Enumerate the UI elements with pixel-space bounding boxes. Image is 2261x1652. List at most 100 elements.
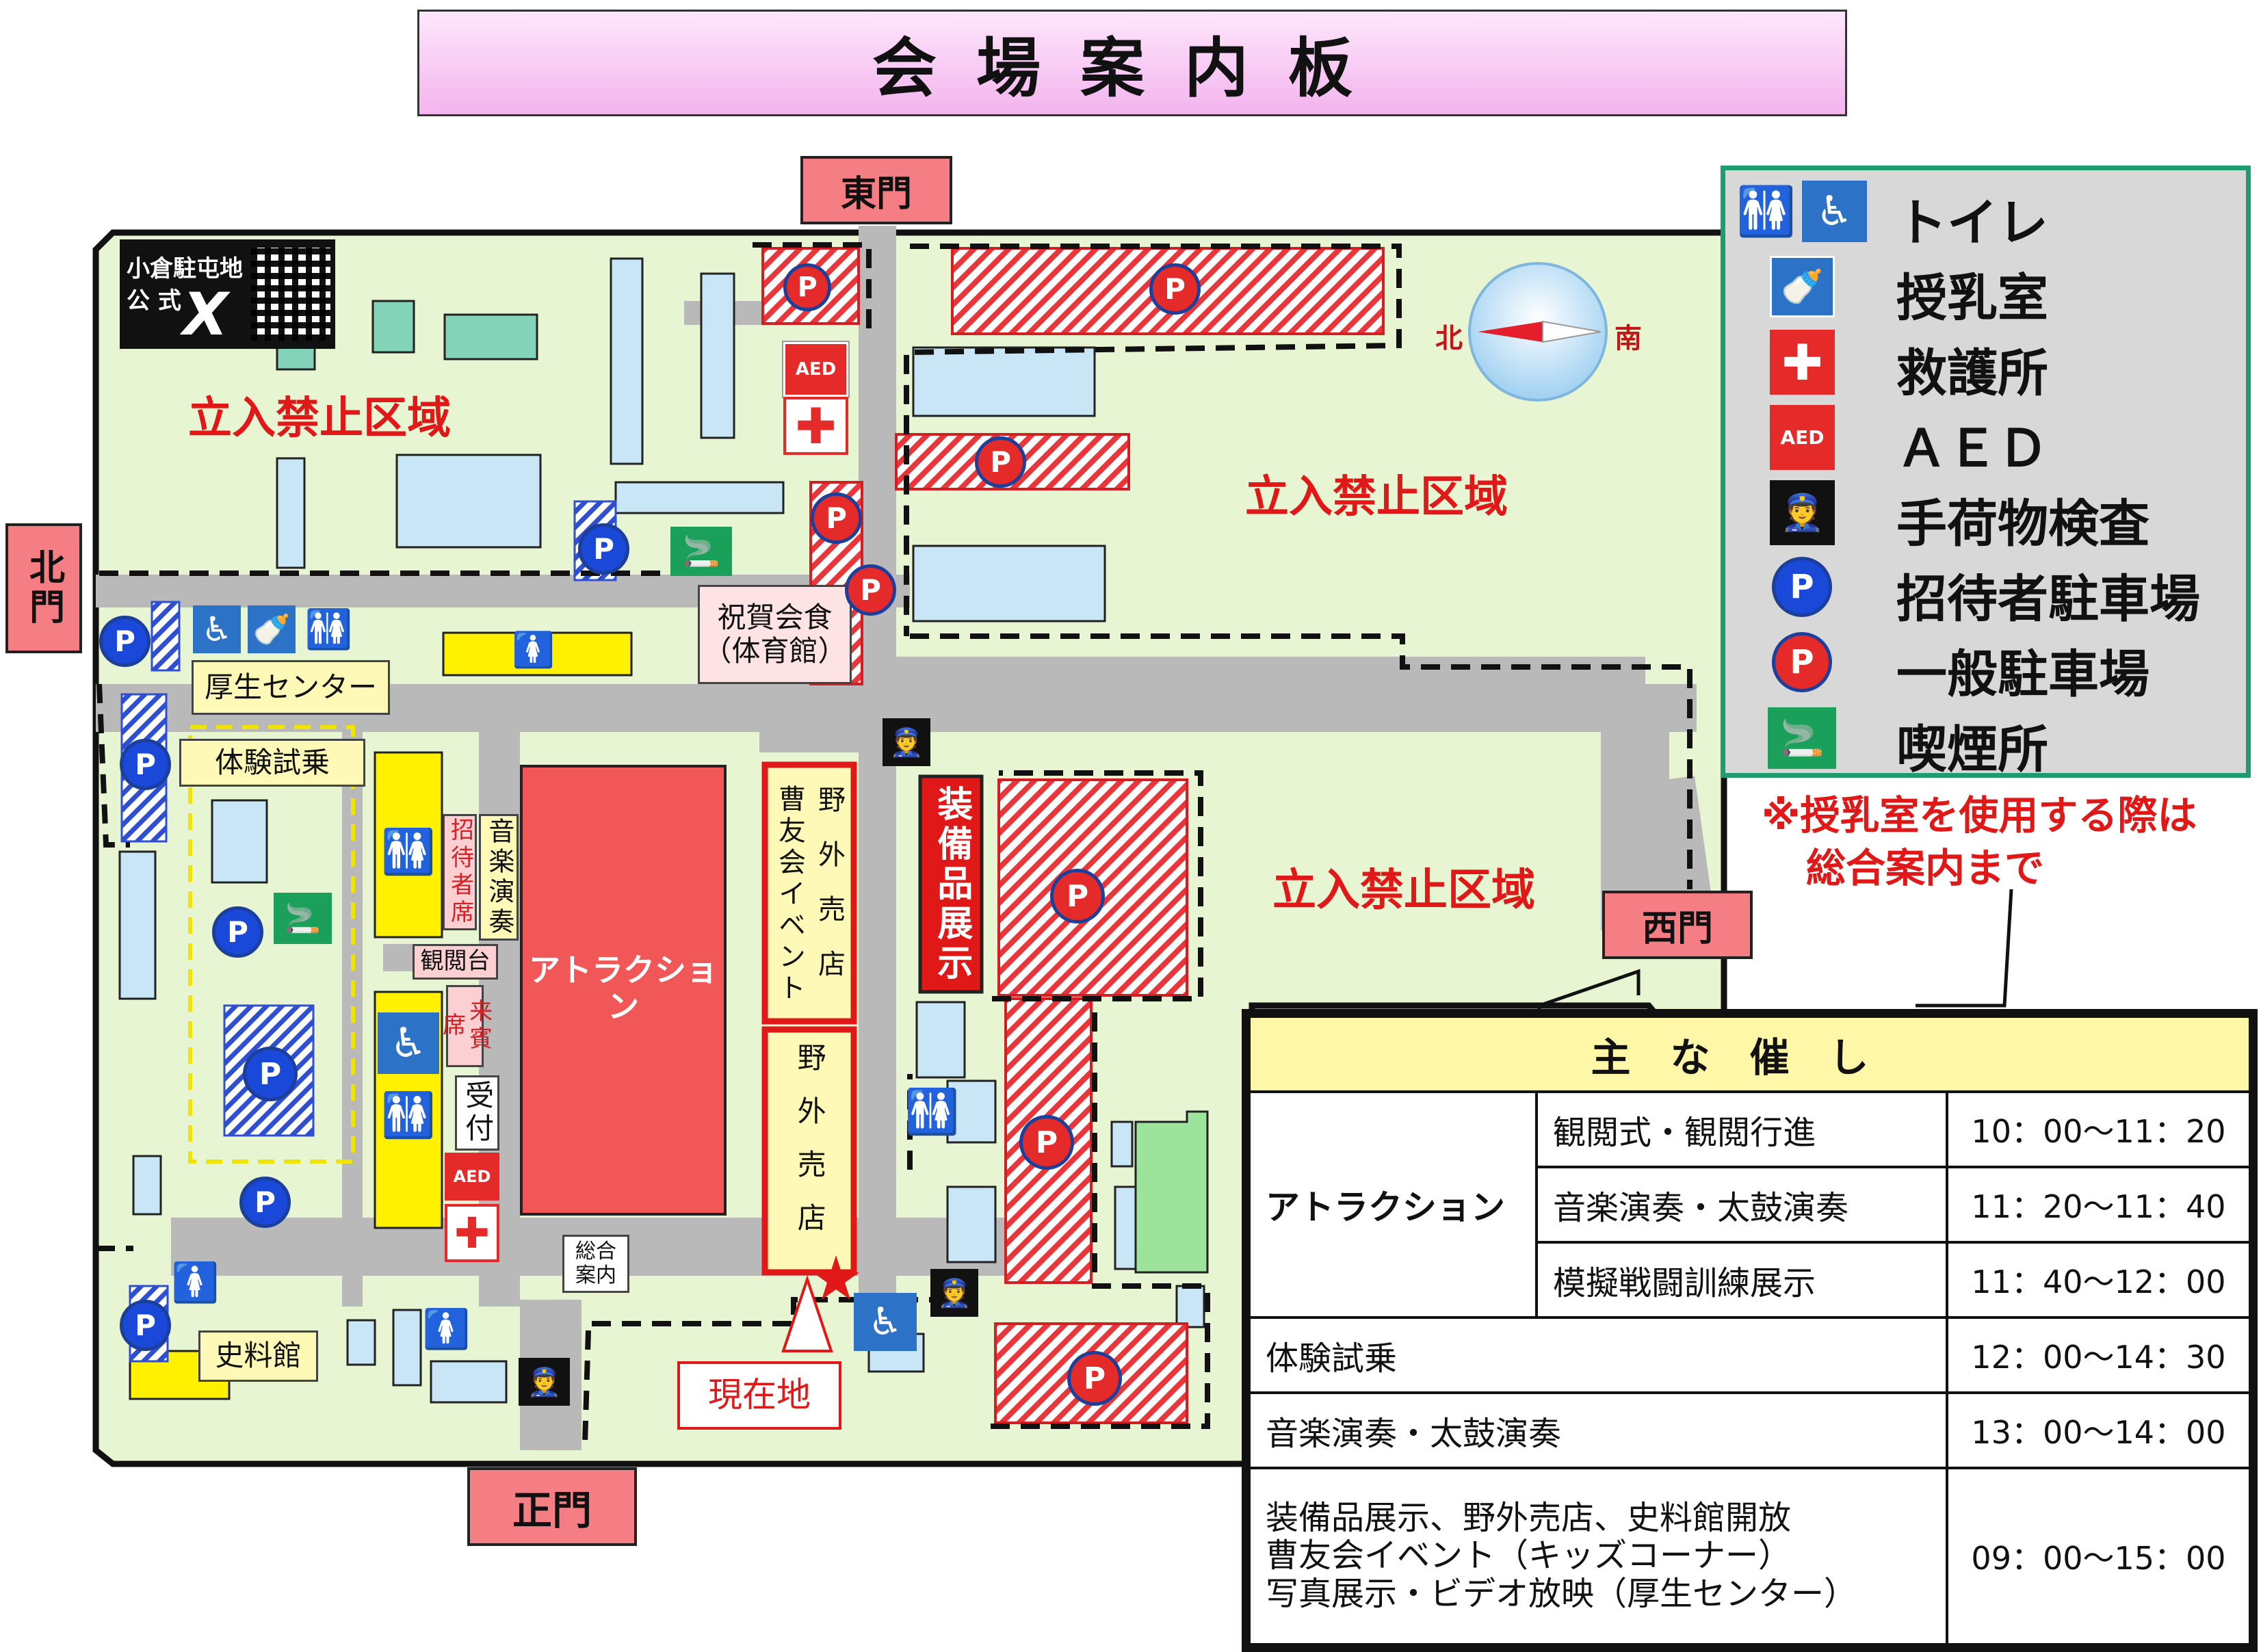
aed-icon: AED <box>1770 405 1835 470</box>
legend-label-toilet: トイレ <box>1896 194 2048 252</box>
toilet-icon: 🚻 <box>1736 183 1796 239</box>
label-yagai-store-2: 野外売店 <box>793 1043 827 1256</box>
legend-label-baggage: 手荷物検査 <box>1896 495 2149 553</box>
schedule-event-multi: 装備品展示、野外売店、史料館開放 曹友会イベント（キッズコーナー） 写真展示・ビ… <box>1248 1467 1948 1646</box>
invited-parking-icon: P <box>239 1177 291 1228</box>
gate-main: 正門 <box>467 1467 637 1546</box>
general-parking-icon: P <box>845 564 896 616</box>
legend-label-aed: ＡＥＤ <box>1896 419 2048 478</box>
toilet-icon: 🚺 <box>171 1261 220 1305</box>
schedule-event: 模擬戦闘訓練展示 <box>1535 1241 1948 1319</box>
general-parking-icon: P <box>1772 632 1832 692</box>
invited-parking-icon: P <box>99 616 151 667</box>
schedule-table: 主な催し アトラクション 観閲式・観閲行進 10：00～11：20 音楽演奏・太… <box>1248 1015 2251 1646</box>
general-parking-icon: P <box>1067 1351 1122 1406</box>
accessible-toilet-icon: ♿ <box>854 1293 917 1351</box>
legend-label-general-parking: 一般駐車場 <box>1896 645 2149 704</box>
equipment-display <box>918 774 984 994</box>
table-row: 体験試乗 12：00～14：30 <box>1248 1316 2251 1394</box>
compass-icon <box>1468 262 1608 402</box>
attraction-field <box>520 765 727 1216</box>
invited-parking-icon: P <box>212 906 263 958</box>
schedule-event: 音楽演奏・太鼓演奏 <box>1535 1166 1948 1244</box>
schedule-time: 11：20～11：40 <box>1946 1166 2251 1244</box>
toilet-icon: 🚺 <box>422 1307 471 1352</box>
general-parking-icon: P <box>1149 263 1201 315</box>
label-review-stand: 観閲台 <box>413 944 498 980</box>
restricted-label-1: 立入禁止区域 <box>188 393 451 444</box>
nursing-room-icon: 🍼 <box>248 605 296 653</box>
gate-west: 西門 <box>1602 891 1753 959</box>
legend-row-first-aid: ✚ 救護所 <box>1725 324 2245 403</box>
toilet-icon: 🚻 <box>381 1090 436 1141</box>
label-invited-seats: 招待者席 <box>443 814 477 930</box>
schedule-event: 音楽演奏・太鼓演奏 <box>1248 1391 1948 1469</box>
x-logo-icon: X <box>183 280 228 349</box>
legend-label-nursing: 授乳室 <box>1896 269 2048 328</box>
schedule-time: 11：40～12：00 <box>1946 1241 2251 1319</box>
schedule-time: 12：00～14：30 <box>1946 1316 2251 1394</box>
table-row: 装備品展示、野外売店、史料館開放 曹友会イベント（キッズコーナー） 写真展示・ビ… <box>1248 1467 2251 1646</box>
label-music: 音楽演奏 <box>479 814 519 941</box>
legend-row-nursing: 🍼 授乳室 <box>1725 249 2245 328</box>
general-parking-icon: P <box>783 263 831 311</box>
table-row: アトラクション 観閲式・観閲行進 10：00～11：20 <box>1248 1090 2251 1319</box>
baggage-check-icon: 👮 <box>883 718 930 766</box>
current-location-pointer <box>781 1274 833 1352</box>
schedule-event-line: 曹友会イベント（キッズコーナー） <box>1266 1536 1792 1575</box>
invited-parking-icon: P <box>243 1047 298 1101</box>
accessible-toilet-icon: ♿ <box>1802 181 1867 242</box>
baggage-check-icon: 👮 <box>519 1358 570 1406</box>
first-aid-icon: ✚ <box>783 397 848 455</box>
gate-north: 北門 <box>5 523 82 653</box>
official-x-badge[interactable]: 小倉駐屯地 公 式 X <box>120 239 335 349</box>
badge-line1: 小倉駐屯地 <box>127 255 243 283</box>
event-schedule: 主な催し アトラクション 観閲式・観閲行進 10：00～11：20 音楽演奏・太… <box>1242 1009 2258 1652</box>
legend-row-general-parking: P 一般駐車場 <box>1725 625 2245 704</box>
nursing-note-line2: 総合案内まで <box>1806 845 2045 891</box>
table-row: 音楽演奏・太鼓演奏 11：20～11：40 <box>1249 1166 2251 1244</box>
aed-icon: AED <box>445 1153 499 1201</box>
note-connector-2 <box>1916 889 2013 1008</box>
toilet-icon: 🚻 <box>304 607 353 652</box>
green-building-east <box>1134 1110 1209 1274</box>
label-yagai-store-1: 野外売店 <box>813 785 845 1004</box>
nursing-note-line1: ※授乳室を使用する際は <box>1762 792 2197 839</box>
label-attraction: アトラクション <box>529 952 718 1025</box>
first-aid-icon: ✚ <box>1770 330 1835 395</box>
smoking-area-icon: 🚬 <box>274 893 332 944</box>
label-info-desk: 総合案内 <box>562 1235 629 1293</box>
label-reception: 受付 <box>455 1075 499 1151</box>
table-row: 模擬戦闘訓練展示 11：40～12：00 <box>1249 1241 2251 1319</box>
toilet-icon: 🚻 <box>904 1086 960 1138</box>
general-parking-icon: P <box>1050 869 1105 923</box>
label-kousei-center: 厚生センター <box>192 660 390 715</box>
schedule-event-line: 装備品展示、野外売店、史料館開放 <box>1266 1499 1792 1538</box>
legend-label-first-aid: 救護所 <box>1896 344 2048 403</box>
label-soyu-event: 曹友会イベント <box>774 785 805 1005</box>
legend-label-invited-parking: 招待者駐車場 <box>1896 570 2200 629</box>
smoking-area-icon: 🚬 <box>1768 707 1836 769</box>
legend-label-smoking: 喫煙所 <box>1896 720 2048 779</box>
accessible-toilet-icon: ♿ <box>193 605 241 653</box>
legend-row-invited-parking: P 招待者駐車場 <box>1725 550 2245 629</box>
yagai-store-frame-2 <box>761 1026 857 1276</box>
compass-north-label: 北 <box>1435 323 1463 354</box>
qr-code-icon[interactable] <box>251 248 330 341</box>
current-location-star <box>813 1255 859 1300</box>
general-parking-icon: P <box>1019 1115 1074 1170</box>
baggage-check-icon: 👮 <box>930 1269 978 1317</box>
schedule-time: 13：00～14：00 <box>1946 1391 2251 1469</box>
schedule-time: 09：00～15：00 <box>1946 1467 2251 1646</box>
restricted-label-2: 立入禁止区域 <box>1245 472 1508 523</box>
baggage-check-icon: 👮 <box>1770 480 1835 545</box>
buildings <box>118 257 1205 1404</box>
yagai-store-frame-1 <box>761 761 857 1025</box>
legend-row-baggage: 👮 手荷物検査 <box>1725 475 2245 553</box>
label-equipment-display: 装備品展示 <box>930 785 972 984</box>
label-history-museum: 史料館 <box>198 1330 318 1382</box>
invited-parking-icon: P <box>578 523 629 575</box>
gate-east: 東門 <box>800 156 952 224</box>
first-aid-icon: ✚ <box>445 1204 499 1262</box>
